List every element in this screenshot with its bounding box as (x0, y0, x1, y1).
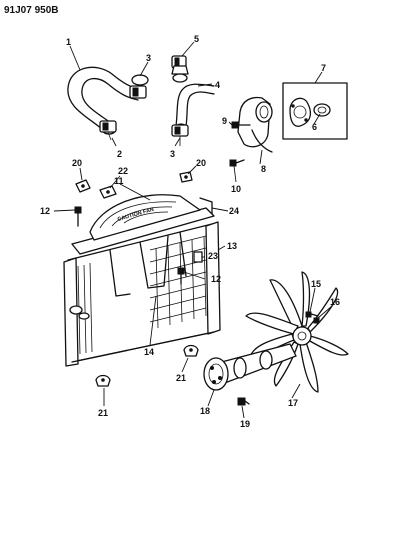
insulator-22 (99, 185, 117, 199)
cooling-fan (245, 271, 349, 393)
hose-clamp-3-lower (171, 124, 189, 146)
diagram-code: 91J07 950B (4, 5, 59, 16)
callout-24: 24 (229, 206, 239, 216)
shroud-bolt-12-left (74, 206, 82, 227)
clutch-bolt-19 (237, 397, 250, 406)
insulator-20-right (179, 171, 193, 183)
callout-7: 7 (321, 63, 326, 73)
callout-12-left: 12 (40, 206, 50, 216)
housing-stud (229, 159, 245, 167)
callout-12-right: 12 (211, 274, 221, 284)
insulator-20-left (75, 179, 91, 193)
hose-clamp-5 (171, 55, 189, 83)
callout-10: 10 (231, 184, 241, 194)
callout-14: 14 (144, 347, 154, 357)
callout-22: 22 (118, 166, 128, 176)
shroud-clip-23 (193, 251, 203, 263)
callout-9: 9 (222, 116, 227, 126)
hose-clamp-3-upper (129, 74, 149, 99)
callout-1: 1 (66, 37, 71, 47)
callout-15: 15 (311, 279, 321, 289)
leader-lines (53, 41, 333, 419)
fan-shroud: CAUTION FAN (71, 194, 215, 297)
shroud-bolt-12-right (177, 267, 185, 285)
callout-11: 11 (114, 176, 124, 186)
callout-labels: 1 2 3 3 4 5 6 7 8 9 10 11 12 12 13 14 15… (40, 34, 340, 429)
insulator-21-left (95, 374, 111, 387)
callout-20-left: 20 (72, 158, 82, 168)
thermostat-housing (237, 96, 273, 153)
insulator-21-center (183, 344, 199, 357)
callout-2: 2 (117, 149, 122, 159)
callout-19: 19 (240, 419, 250, 429)
fan-nut-16 (313, 317, 320, 324)
callout-21-center: 21 (176, 373, 186, 383)
callout-17: 17 (288, 398, 298, 408)
callout-8: 8 (261, 164, 266, 174)
fan-bolt-15 (305, 311, 319, 318)
callout-18: 18 (200, 406, 210, 416)
callout-13: 13 (227, 241, 237, 251)
callout-20-right: 20 (196, 158, 206, 168)
radiator (63, 221, 221, 367)
callout-4: 4 (215, 80, 220, 90)
callout-5: 5 (194, 34, 199, 44)
callout-23: 23 (208, 251, 218, 261)
fan-clutch (203, 343, 297, 391)
callout-21-left: 21 (98, 408, 108, 418)
callout-16: 16 (330, 297, 340, 307)
thermostat-kit-box (282, 82, 348, 140)
callout-3-upper: 3 (146, 53, 151, 63)
callout-3-lower: 3 (170, 149, 175, 159)
shroud-bracket-24 (199, 197, 213, 215)
callout-6: 6 (312, 122, 317, 132)
hose-clamp-2 (99, 120, 117, 141)
